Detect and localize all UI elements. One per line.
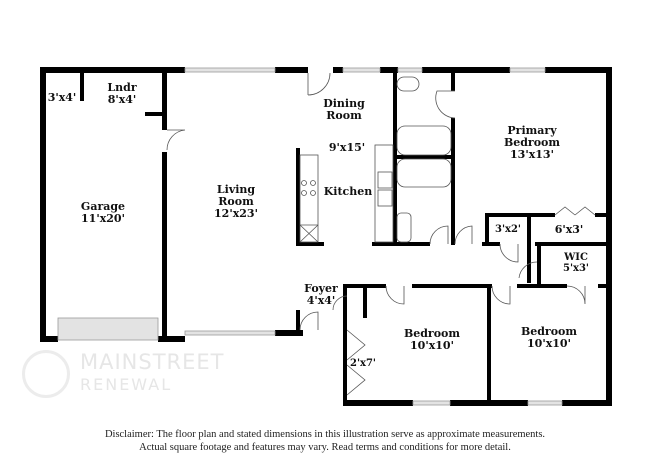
room-name-living-1: Living — [217, 183, 255, 196]
room-dims-garage-closet: 3'x4' — [48, 91, 77, 104]
room-name-laundry: Lndr — [107, 81, 136, 94]
room-name-garage: Garage — [81, 200, 125, 213]
room-name-dining-1: Dining — [323, 97, 365, 110]
room-dims-small-closet: 3'x2' — [495, 224, 521, 235]
logo-icon — [22, 350, 70, 398]
room-dims-laundry: 8'x4' — [108, 93, 137, 106]
room-dims-living: 12'x23' — [214, 207, 258, 220]
room-dims-dining: 9'x15' — [329, 141, 365, 154]
disclaimer-line-2: Actual square footage and features may v… — [139, 442, 511, 453]
room-name-kitchen: Kitchen — [324, 185, 373, 198]
room-name-primary-1: Primary — [507, 124, 557, 137]
room-dims-bedroom-2: 10'x10' — [527, 337, 571, 350]
room-name-foyer: Foyer — [304, 282, 338, 295]
room-name-dining-2: Room — [326, 109, 362, 122]
room-name-bedroom-1: Bedroom — [404, 327, 460, 340]
doors-and-fixtures — [166, 72, 596, 396]
mainstreet-logo-watermark: MAINSTREET RENEWAL — [22, 350, 272, 400]
logo-text: MAINSTREET — [80, 350, 225, 374]
room-dims-foyer: 4'x4' — [307, 294, 336, 307]
room-dims-primary-closet: 6'x3' — [555, 223, 584, 236]
room-labels: Lndr 8'x4' 3'x4' Garage 11'x20' Living R… — [48, 81, 589, 369]
walls — [40, 67, 612, 406]
disclaimer: Disclaimer: The floor plan and stated di… — [0, 428, 650, 454]
windows — [57, 67, 563, 406]
room-dims-wic: 5'x3' — [563, 263, 589, 274]
room-dims-garage: 11'x20' — [81, 212, 125, 225]
room-name-primary-2: Bedroom — [504, 136, 560, 149]
room-dims-primary: 13'x13' — [510, 148, 554, 161]
room-dims-foyer-closet: 2'x7' — [350, 358, 376, 369]
logo-subtext: RENEWAL — [80, 375, 173, 394]
room-name-bedroom-2: Bedroom — [521, 325, 577, 338]
room-dims-bedroom-1: 10'x10' — [410, 339, 454, 352]
room-name-living-2: Room — [218, 195, 254, 208]
room-name-wic: WIC — [563, 252, 588, 263]
disclaimer-line-1: Disclaimer: The floor plan and stated di… — [104, 429, 546, 440]
